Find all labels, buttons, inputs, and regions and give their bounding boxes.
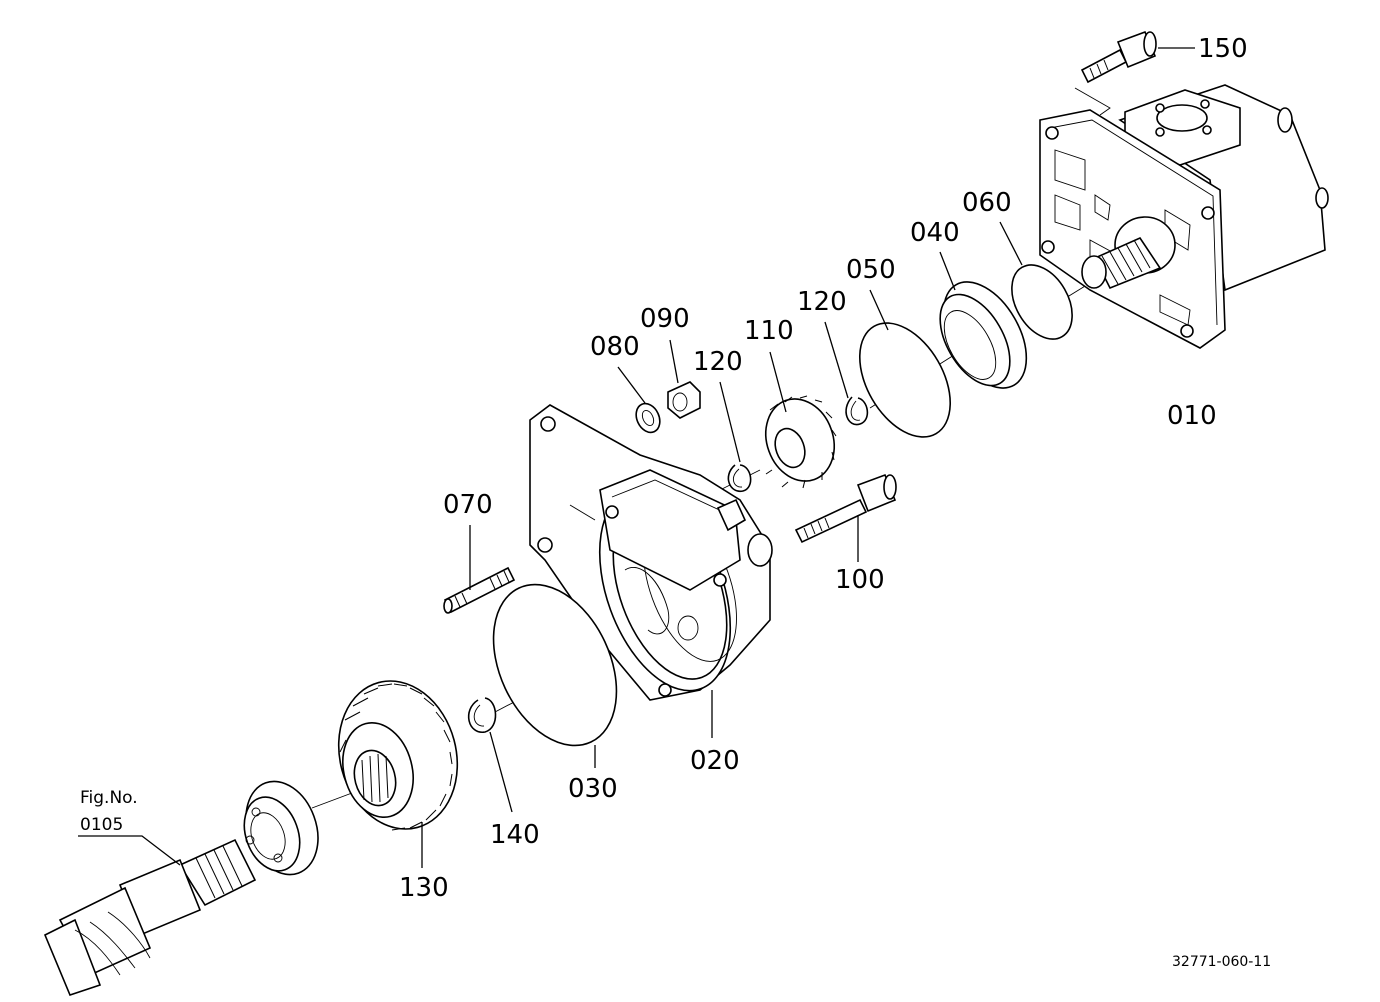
- leader-040: [939, 251, 956, 291]
- gear-130: [337, 680, 459, 831]
- leader-120a: [719, 381, 741, 463]
- washer-080: [635, 402, 661, 434]
- label-080: 080: [590, 332, 640, 362]
- pump-assembly-010: [1039, 84, 1329, 349]
- label-030: 030: [568, 774, 618, 804]
- label-130: 130: [399, 873, 449, 903]
- fig-ref-label: Fig.No.: [80, 788, 138, 808]
- label-090: 090: [640, 304, 690, 334]
- label-050: 050: [846, 255, 896, 285]
- leader-050: [869, 289, 889, 331]
- leader-140: [489, 731, 513, 813]
- gear-110: [765, 395, 837, 489]
- bolt-150: [1074, 30, 1157, 116]
- ball-bearing: [243, 780, 319, 876]
- leader-080: [617, 366, 646, 404]
- reference-shaft: [43, 838, 257, 996]
- label-070: 070: [443, 490, 493, 520]
- leader-060: [999, 221, 1023, 266]
- circlip-140: [467, 697, 497, 733]
- stud-070: [443, 566, 516, 614]
- o-ring-060: [1011, 264, 1073, 340]
- label-040: 040: [910, 218, 960, 248]
- circlip-120-right: [845, 396, 869, 426]
- label-120a: 120: [693, 347, 743, 377]
- leader-fig-ref: [78, 835, 181, 866]
- seal-040: [939, 281, 1028, 389]
- label-020: 020: [690, 746, 740, 776]
- leader-120b: [824, 321, 849, 399]
- housing-020: [529, 404, 773, 701]
- leader-090: [669, 339, 679, 384]
- drawing-code: 32771-060-11: [1172, 954, 1271, 970]
- circlip-120-left: [727, 464, 752, 492]
- leader-110: [769, 351, 787, 413]
- label-010: 010: [1167, 401, 1217, 431]
- label-120b: 120: [797, 287, 847, 317]
- label-150: 150: [1198, 34, 1248, 64]
- label-140: 140: [490, 820, 540, 850]
- o-ring-050: [858, 322, 952, 438]
- bolt-100: [794, 473, 897, 544]
- fig-ref-number: 0105: [80, 815, 123, 835]
- o-ring-030: [492, 583, 618, 747]
- nut-090: [667, 381, 701, 419]
- label-100: 100: [835, 565, 885, 595]
- label-110: 110: [744, 316, 794, 346]
- label-060: 060: [962, 188, 1012, 218]
